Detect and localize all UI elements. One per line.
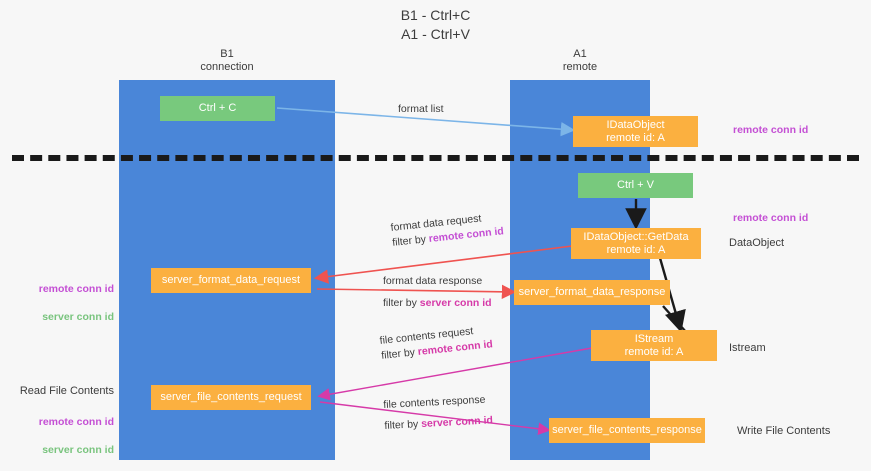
edge-label-format-data-response-line2: filter by server conn id [383,296,492,311]
page-title: B1 - Ctrl+C A1 - Ctrl+V [400,7,471,42]
node-istream[interactable]: IStream remote id: A [591,330,717,361]
annotation-legend-mid: remote conn id server conn id [0,268,114,338]
column-header-b1: B1 connection [200,48,254,73]
edge-label-format-data-response: format data response filter by server co… [383,274,492,311]
filter-key-server-conn-id: server conn id [419,297,492,309]
column-header-a1: A1 remote [562,48,598,73]
node-idataobject-getdata[interactable]: IDataObject::GetData remote id: A [571,228,701,259]
annotation-remote-conn-id-top: remote conn id [733,124,809,136]
edge-label-file-contents-response: file contents response filter by server … [383,392,493,434]
node-ctrl-c[interactable]: Ctrl + C [160,96,275,121]
annotation-dataobject: DataObject [729,237,785,249]
annotation-remote-conn-id-mid: remote conn id [733,212,809,224]
edge-label-format-list: format list [398,103,444,115]
annotation-read-file-contents: Read File Contents [19,385,114,397]
arrow-response-to-istream [662,305,687,333]
legend-server-conn-id-low: server conn id [42,444,114,456]
node-server-file-contents-request[interactable]: server_file_contents_request [151,385,311,410]
node-ctrl-v[interactable]: Ctrl + V [578,173,693,198]
edge-label-format-data-response-line1: format data response [383,275,483,287]
arrow-format-list [276,107,576,137]
annotation-istream: Istream [729,342,766,354]
filter-prefix: filter by [383,297,420,309]
node-idataobject[interactable]: IDataObject remote id: A [573,116,698,147]
legend-server-conn-id-mid: server conn id [42,311,114,323]
arrow-getdata-to-istream [658,257,686,333]
arrow-format-data-response [316,284,517,300]
arrow-file-contents-response [319,401,551,436]
legend-remote-conn-id-mid: remote conn id [38,283,114,295]
filter-prefix: filter by [380,346,419,362]
filter-key-server-conn-id: server conn id [420,414,494,431]
annotation-legend-low: remote conn id server conn id [0,401,114,471]
arrow-file-contents-request [317,347,593,401]
filter-prefix: filter by [391,233,430,249]
node-server-format-data-request[interactable]: server_format_data_request [151,268,311,293]
legend-remote-conn-id-low: remote conn id [38,416,114,428]
section-divider [12,155,859,161]
annotation-write-file-contents: Write File Contents [737,425,831,437]
node-server-format-data-response[interactable]: server_format_data_response [514,280,670,305]
arrow-format-data-request [313,245,573,284]
node-server-file-contents-response[interactable]: server_file_contents_response [549,418,705,443]
filter-prefix: filter by [384,418,422,432]
